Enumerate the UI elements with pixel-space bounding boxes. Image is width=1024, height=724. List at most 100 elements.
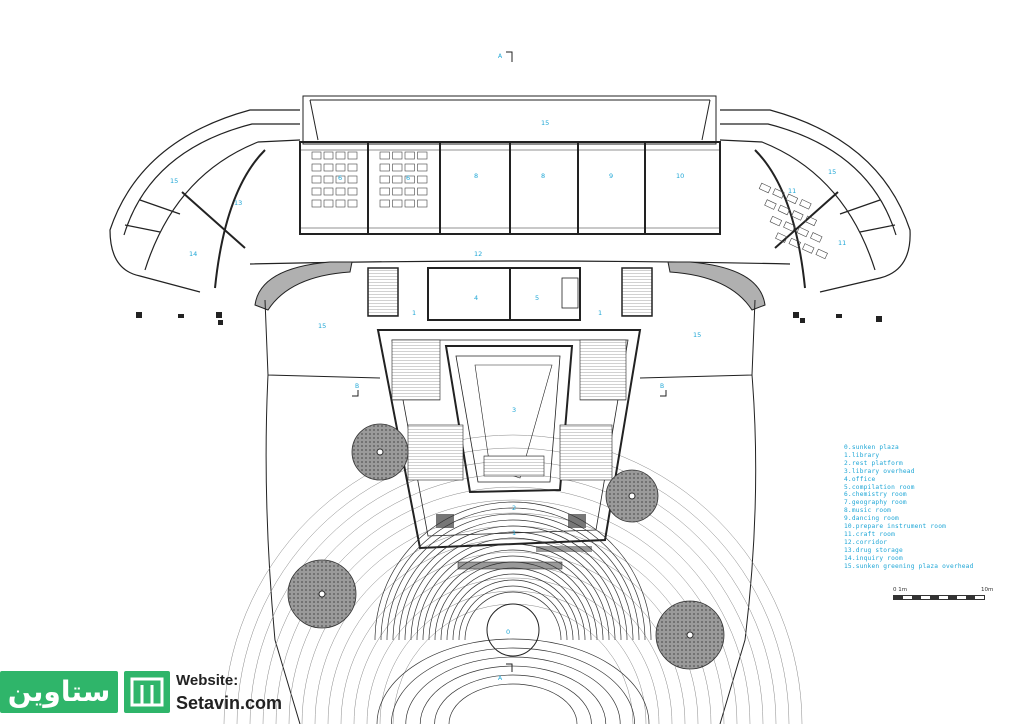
stair-south (483, 455, 545, 477)
desk (347, 187, 358, 196)
east-canopy (667, 261, 766, 311)
desk (417, 175, 428, 184)
section-mark-west: B (355, 383, 359, 390)
seat-row (464, 591, 562, 641)
desk (392, 163, 403, 172)
desk (335, 199, 346, 208)
label-room-9: 9 (609, 172, 613, 180)
seat-row (446, 573, 580, 641)
label-room-15-west: 15 (170, 177, 178, 185)
brand-website-label: Website: (176, 672, 239, 689)
desk (323, 151, 334, 160)
scale-min-label: 0 1m (893, 587, 908, 593)
desk (404, 199, 415, 208)
desk (392, 175, 403, 184)
seat-row (374, 501, 652, 641)
desk (417, 151, 428, 160)
desk (335, 163, 346, 172)
desk (791, 210, 804, 221)
section-mark-south: A (498, 675, 503, 682)
ring (223, 434, 803, 724)
south-landing-bar-w (436, 514, 454, 528)
desk (347, 163, 358, 172)
label-room-15-left: 15 (318, 322, 326, 330)
legend-item: 4.office (844, 475, 876, 483)
tree-3 (287, 559, 357, 629)
tree-4 (655, 600, 725, 670)
seat-row (380, 507, 646, 641)
east-wing (719, 109, 911, 293)
label-top-band: 15 (541, 119, 549, 127)
desk (311, 187, 322, 196)
brand-website-domain: Setavin.com (176, 693, 283, 713)
label-room-5: 5 (535, 294, 539, 302)
desk (799, 199, 812, 210)
desk (323, 175, 334, 184)
seat-row (452, 579, 574, 641)
label-corridor-12: 12 (474, 250, 482, 258)
label-room-8b: 8 (541, 172, 545, 180)
label-room-1-west: 1 (412, 309, 416, 317)
desk (311, 199, 322, 208)
desk (392, 199, 403, 208)
seat-row-south (376, 638, 650, 724)
desk (788, 237, 801, 249)
tree-1 (351, 423, 409, 481)
desk (417, 163, 428, 172)
label-room-4: 4 (474, 294, 478, 302)
desk (775, 232, 788, 243)
section-mark-north: A (498, 53, 503, 60)
seat-row (392, 519, 634, 641)
seat-row (416, 543, 610, 641)
desk (347, 199, 358, 208)
ring (353, 564, 673, 724)
label-room-13: 13 (234, 199, 242, 207)
desk (417, 199, 428, 208)
sunken-plaza-center (486, 603, 540, 657)
desk (404, 175, 415, 184)
seat-row (428, 555, 598, 641)
stair-west (391, 339, 441, 401)
desk (810, 232, 823, 243)
seat-row (398, 525, 628, 641)
label-room-1-south: 1 (512, 529, 516, 537)
desk (804, 215, 818, 227)
legend-item: 1.library (844, 451, 880, 459)
desk (311, 163, 322, 172)
ring (379, 590, 647, 724)
legend-item: 6.chemistry room (844, 491, 907, 499)
desk (323, 199, 334, 208)
desk (392, 151, 403, 160)
legend-item: 7.geography room (844, 499, 907, 507)
seat-row-south (405, 656, 621, 724)
ring (392, 603, 634, 724)
seat-row (404, 531, 622, 641)
label-room-11a: 11 (788, 187, 796, 195)
label-room-6b: 6 (406, 174, 410, 182)
desk (772, 188, 785, 199)
watermark-branding: ستاوين Website: Setavin.com (0, 668, 300, 724)
desk (802, 243, 815, 254)
label-room-15-northeast: 15 (828, 168, 836, 176)
seat-row-south (419, 665, 607, 724)
stairwell-west (367, 267, 399, 317)
west-canopy (254, 261, 353, 311)
seat-row-south (391, 647, 635, 724)
legend-item: 13.drug storage (844, 546, 903, 554)
room-legend: 0.sunken plaza 1.library 2.rest platform… (844, 444, 974, 571)
desk (769, 215, 783, 227)
legend-item: 9.dancing room (844, 515, 899, 523)
brand-persian-name: ستاوين (0, 671, 118, 713)
desk (777, 204, 791, 216)
seat-row (410, 537, 616, 641)
ring (236, 447, 790, 724)
sunken-plaza-amphitheatre (374, 501, 652, 724)
desk (392, 187, 403, 196)
legend-item: 14.inquiry room (844, 554, 903, 562)
desk (323, 187, 334, 196)
tree-2 (605, 469, 659, 523)
desk (311, 151, 322, 160)
label-room-2: 2 (512, 504, 516, 512)
scale-bar-graphic (893, 595, 985, 600)
legend-item: 12.corridor (844, 538, 888, 546)
